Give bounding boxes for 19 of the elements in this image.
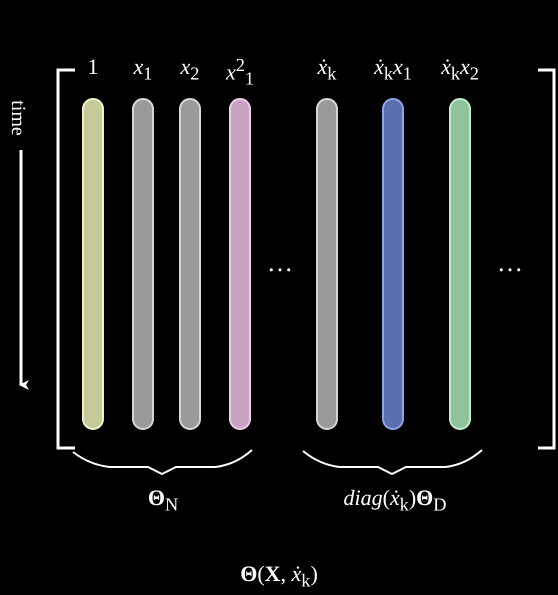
column-bar [316,98,338,430]
group-label: Θ$_{N}$ [148,487,178,514]
column-label: 1 [88,56,98,78]
column-bar [229,98,251,430]
column-bar [382,98,404,430]
column-bar [449,98,471,430]
ellipsis: … [267,250,293,276]
column-label: ẋ$_{k}$x$_{2}$ [441,56,479,83]
column-bar [82,98,104,430]
column-bar [179,98,201,430]
column-bar [132,98,154,430]
group-label: diag(ẋ$_{k}$)Θ$_{D}$ [343,487,447,514]
column-label: ẋ$_{k}$x$_{1}$ [374,56,412,83]
column-label: ẋ$_{k}$ [318,56,336,83]
column-label: x$_{1}$ [134,56,152,83]
column-label: x$_{2}$ [180,56,200,83]
axis-label: time [8,100,28,136]
caption: Θ(X, ẋ$_{k}$) [240,563,318,590]
ellipsis: … [497,250,523,276]
